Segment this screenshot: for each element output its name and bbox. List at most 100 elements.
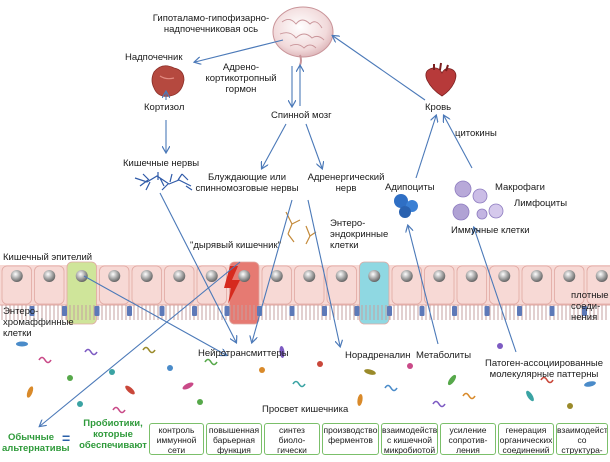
epithelial-cell bbox=[554, 265, 585, 305]
cell-nucleus bbox=[10, 270, 23, 282]
cell-nucleus bbox=[303, 270, 316, 282]
adipocytes-icon bbox=[394, 194, 418, 218]
microbe bbox=[259, 367, 265, 373]
microbe bbox=[167, 365, 173, 371]
label-adrenal: Надпочечник bbox=[125, 52, 183, 63]
epithelial-cell bbox=[229, 261, 260, 325]
tight-junction-mark bbox=[582, 306, 587, 316]
label-noradrenaline: Норадреналин bbox=[345, 350, 411, 361]
label-cytokines: цитокины bbox=[455, 128, 497, 139]
microbe bbox=[407, 363, 413, 369]
microbe bbox=[16, 341, 28, 347]
tight-junction-mark bbox=[517, 306, 522, 316]
leaky-gut-lightning-icon bbox=[224, 266, 240, 304]
tight-junctions bbox=[29, 306, 587, 316]
benefit-box-6: усиление сопротив- ления bbox=[440, 423, 496, 455]
benefit-box-1: контроль иммунной сети bbox=[149, 423, 204, 455]
microbe bbox=[462, 392, 476, 400]
microbe bbox=[364, 369, 376, 375]
arrows bbox=[40, 36, 517, 426]
tight-junction-mark bbox=[62, 306, 67, 316]
label-enteroendocrine: Энтеро- эндокринные клетки bbox=[330, 218, 389, 251]
label-macrophages: Макрофаги bbox=[495, 182, 545, 193]
cell-nucleus bbox=[433, 270, 446, 282]
label-usual-alternatives: Обычные альтернативы bbox=[2, 432, 70, 454]
tight-junction-mark bbox=[257, 306, 262, 316]
label-adipocytes: Адипоциты bbox=[385, 182, 435, 193]
tight-junction-mark bbox=[29, 306, 35, 316]
cell-nucleus bbox=[238, 270, 251, 282]
cell-nucleus bbox=[140, 270, 153, 282]
immune-cells-icon bbox=[452, 180, 504, 221]
cell-nucleus bbox=[108, 270, 121, 282]
cell-nucleus bbox=[75, 270, 88, 282]
cell-nucleus bbox=[498, 270, 511, 282]
benefit-box-4: производство ферментов bbox=[322, 423, 379, 455]
label-neurotransmitters: Нейротрансмиттеры bbox=[198, 348, 289, 359]
tight-junction-mark bbox=[354, 306, 360, 316]
adrenal-gland-icon bbox=[151, 65, 185, 97]
equals-sign: = bbox=[62, 430, 71, 446]
cell-nucleus bbox=[400, 270, 413, 282]
epithelial-cell bbox=[391, 265, 422, 305]
brain-icon bbox=[272, 6, 334, 66]
label-gut-lumen: Просвет кишечника bbox=[262, 404, 349, 415]
microbe bbox=[526, 390, 534, 402]
heart-icon bbox=[425, 62, 457, 97]
microbe bbox=[112, 406, 126, 414]
tight-junction-mark bbox=[224, 306, 230, 316]
epithelial-cell bbox=[424, 265, 455, 305]
cell-nucleus bbox=[530, 270, 543, 282]
label-intestinal-epithelium: Кишечный эпителий bbox=[3, 252, 93, 263]
microbe bbox=[567, 403, 573, 409]
cell-nucleus bbox=[595, 270, 608, 282]
cell-nucleus bbox=[563, 270, 576, 282]
tight-junction-mark bbox=[419, 306, 425, 316]
tight-junction-mark bbox=[484, 306, 490, 316]
microbe bbox=[125, 385, 135, 395]
label-vagal-nerves: Блуждающие или спинномозговые нервы bbox=[195, 172, 299, 194]
microbe bbox=[197, 399, 203, 405]
microbe bbox=[109, 369, 115, 375]
epithelial-cell bbox=[34, 265, 65, 305]
label-leaky-gut: "дырявый кишечник" bbox=[190, 240, 281, 251]
microbe bbox=[279, 346, 285, 358]
microbe bbox=[38, 356, 52, 364]
epithelial-cell bbox=[1, 265, 32, 305]
tight-junction-mark bbox=[549, 306, 555, 316]
microbe bbox=[26, 386, 34, 398]
cell-nucleus bbox=[270, 270, 283, 282]
benefit-box-5: взаимодейств. с кишечной микробиотой bbox=[381, 423, 438, 455]
label-metabolites: Метаболиты bbox=[416, 350, 472, 361]
label-tight-junctions: плотные соеди- нения bbox=[571, 290, 609, 323]
epithelial-cell bbox=[521, 265, 552, 305]
cell-nucleus bbox=[465, 270, 478, 282]
microbe bbox=[317, 361, 323, 367]
benefit-box-3: синтез биоло- гически актив- ных молекул bbox=[264, 423, 320, 455]
enteric-nerves-icon bbox=[134, 172, 193, 191]
tight-junction-mark bbox=[159, 306, 165, 316]
cell-nucleus bbox=[43, 270, 56, 282]
epithelial-cell bbox=[261, 265, 292, 305]
tight-junction-mark bbox=[127, 306, 132, 316]
label-cortisol: Кортизол bbox=[144, 102, 185, 113]
label-lymphocytes: Лимфоциты bbox=[514, 198, 568, 209]
epithelial-cell bbox=[164, 265, 195, 305]
cell-nucleus bbox=[368, 270, 381, 282]
label-immune-cells: Иммунные клетки bbox=[451, 225, 530, 236]
epithelial-cell bbox=[456, 265, 487, 305]
cell-nucleus bbox=[335, 270, 348, 282]
label-probiotics: Пробиотики, которые обеспечивают bbox=[79, 418, 147, 451]
epithelial-cell bbox=[294, 265, 325, 305]
microbe bbox=[204, 358, 218, 366]
microbe bbox=[540, 376, 554, 384]
microbe bbox=[77, 401, 83, 407]
label-pamps: Патоген-ассоциированные молекулярные пат… bbox=[484, 358, 603, 380]
label-enterochromaffin: Энтеро- хромаффинные клетки bbox=[3, 306, 74, 339]
microbe bbox=[584, 381, 596, 387]
microbe bbox=[497, 343, 503, 349]
microbe bbox=[357, 394, 363, 406]
tight-junction-mark bbox=[322, 306, 327, 316]
